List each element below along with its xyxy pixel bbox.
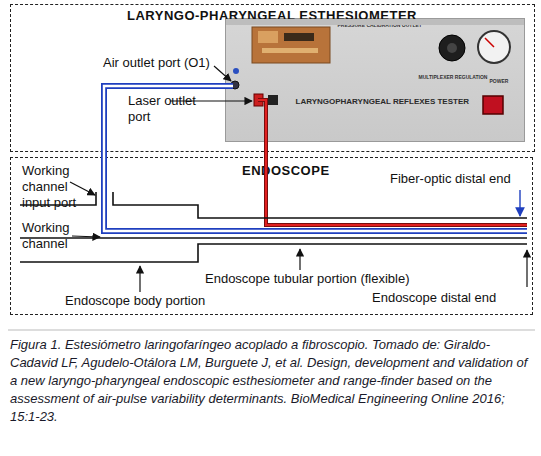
air-outlet-port bbox=[231, 81, 239, 89]
laser-outlet-port bbox=[254, 94, 263, 106]
laser-fiber bbox=[258, 100, 527, 225]
part-label: Working channel input port bbox=[22, 163, 88, 211]
group-heading: LARYNGO-PHARYNGEAL ESTHESIOMETER bbox=[11, 9, 533, 24]
leader-arrow bbox=[299, 249, 300, 270]
endoscope-outline bbox=[20, 244, 527, 262]
leader-arrow bbox=[70, 182, 95, 195]
device-panel: LARYNGOPHARYNGEAL REFLEXES TESTER PRESSUR… bbox=[225, 18, 525, 142]
circuit-board bbox=[252, 27, 330, 63]
part-label: Endoscope body portion bbox=[65, 293, 225, 309]
panel-marking: MULTIPLEXER REGULATION bbox=[419, 75, 489, 81]
circuit-trace bbox=[262, 48, 318, 53]
regulator-knob bbox=[439, 35, 465, 61]
gauge-needle bbox=[485, 38, 494, 47]
laser-fiber bbox=[258, 100, 527, 225]
panel-title: LARYNGOPHARYNGEAL REFLEXES TESTER bbox=[296, 97, 482, 106]
regulator-knob bbox=[447, 43, 457, 53]
figure-caption: Figura 1. Estesiómetro laringofaríngeo a… bbox=[10, 336, 532, 426]
leader-arrow bbox=[139, 266, 140, 292]
leader-arrow bbox=[72, 236, 100, 237]
circuit-chip bbox=[258, 31, 278, 43]
part-label: Endoscope tubular portion (flexible) bbox=[205, 271, 435, 287]
leader-arrow bbox=[526, 250, 527, 287]
working-channel-line bbox=[20, 237, 527, 239]
panel-marking: POWER bbox=[490, 79, 520, 85]
group-heading: ENDOSCOPE bbox=[242, 164, 362, 179]
panel-edge bbox=[226, 19, 524, 25]
endoscope-outline bbox=[20, 192, 527, 218]
part-label: Laser outlet port bbox=[128, 93, 202, 125]
pressure-gauge bbox=[478, 31, 510, 63]
laser-switch bbox=[268, 95, 278, 105]
air-tube bbox=[104, 86, 527, 231]
part-label: Air outlet port (O1) bbox=[103, 55, 233, 71]
indicator-led bbox=[233, 68, 239, 74]
part-label: Fiber-optic distal end bbox=[390, 171, 530, 187]
caption-rule bbox=[8, 330, 535, 331]
leader-arrow bbox=[519, 190, 520, 216]
part-label: Working channel bbox=[22, 220, 80, 252]
circuit-chip bbox=[284, 33, 314, 41]
panel-marking: PRESSURE CALIBRATION OUTLET bbox=[338, 23, 448, 29]
air-tube bbox=[104, 86, 527, 231]
group-box: LARYNGOPHARYNGEAL REFLEXES TESTER PRESSUR… bbox=[10, 4, 535, 152]
part-label: Endoscope distal end bbox=[372, 290, 522, 306]
leader-arrow bbox=[214, 66, 231, 81]
power-switch bbox=[483, 96, 503, 114]
